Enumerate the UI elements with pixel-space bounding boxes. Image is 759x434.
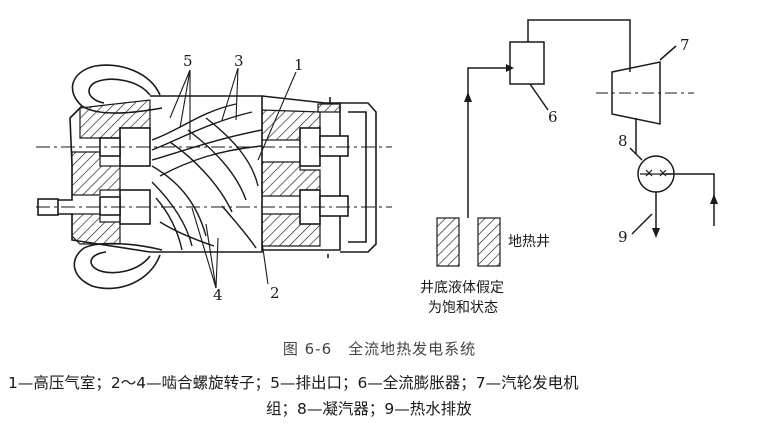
figure-caption-title: 图 6-6 全流地热发电系统	[282, 340, 477, 358]
leader-lines	[169, 67, 297, 289]
callout-2: 2	[270, 284, 280, 302]
condenser-marks	[640, 169, 672, 177]
label-geothermal-well: 地热井	[508, 234, 550, 250]
callout-3: 3	[234, 52, 244, 70]
callout-4: 4	[213, 286, 223, 304]
label-well-bottom-line2: 为饱和状态	[428, 300, 498, 316]
callout-9: 9	[618, 228, 628, 246]
caption-legend-line1: 1—高压气室；2～4—啮合螺旋转子；5—排出口；6—全流膨胀器；7—汽轮发电机	[8, 374, 579, 392]
caption-legend-line2: 组；8—凝汽器；9—热水排放	[266, 400, 472, 418]
centerlines	[36, 146, 392, 208]
callout-5: 5	[183, 52, 193, 70]
system-schematic	[436, 19, 715, 267]
figure-caption-legend: 1—高压气室；2～4—啮合螺旋转子；5—排出口；6—全流膨胀器；7—汽轮发电机 …	[8, 370, 753, 422]
callout-6: 6	[548, 108, 558, 126]
callout-8: 8	[618, 132, 628, 150]
label-well-bottom-line1: 井底液体假定	[420, 280, 504, 296]
callout-1: 1	[294, 56, 304, 74]
callout-7: 7	[680, 36, 690, 54]
flow-arrows	[464, 64, 718, 238]
turbine	[611, 61, 661, 125]
full-flow-expander	[509, 41, 545, 85]
